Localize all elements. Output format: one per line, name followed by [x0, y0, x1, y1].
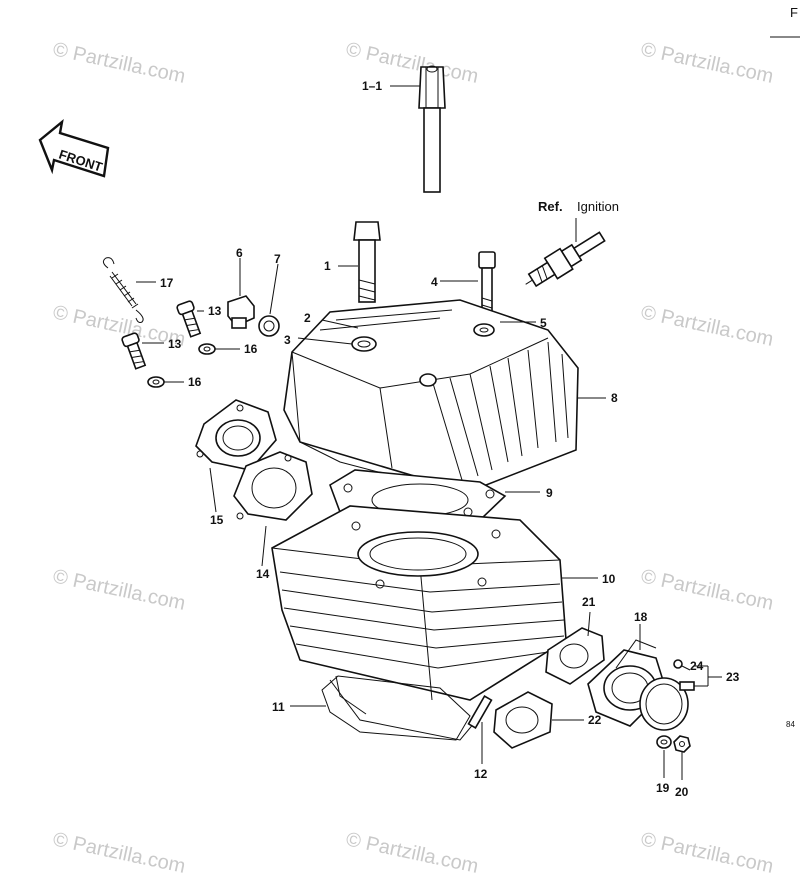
watermark: © Partzilla.com: [51, 301, 187, 351]
watermark: © Partzilla.com: [51, 828, 187, 878]
gasket-15: [195, 399, 277, 471]
stud-12: [467, 695, 493, 729]
washer-16-upper: [198, 343, 216, 355]
callout-13-lower: 13: [168, 337, 182, 351]
callout-24: 24: [690, 659, 704, 673]
clamp-23: [639, 677, 695, 731]
callout-12: 12: [474, 767, 488, 781]
callout-16-lower: 16: [188, 375, 202, 389]
callout-6: 6: [236, 246, 243, 260]
callout-1: 1: [324, 259, 331, 273]
corner-letter: F: [790, 5, 798, 20]
callout-7: 7: [274, 252, 281, 266]
screw-13-lower: [121, 332, 147, 370]
spark-plug: [525, 231, 606, 288]
callout-8: 8: [611, 391, 618, 405]
callout-13-upper: 13: [208, 304, 222, 318]
watermark: © Partzilla.com: [51, 565, 187, 615]
callout-2: 2: [304, 311, 311, 325]
gasket-21: [545, 627, 605, 685]
gasket-22: [493, 691, 553, 749]
plug-6: [227, 295, 255, 329]
bolt-1: [353, 221, 381, 303]
watermark: © Partzilla.com: [51, 38, 187, 88]
callout-1-1: 1–1: [362, 79, 382, 93]
watermark: © Partzilla.com: [639, 301, 775, 351]
callout-9: 9: [546, 486, 553, 500]
gasket-7: [258, 315, 280, 337]
callout-23: 23: [726, 670, 740, 684]
base-gasket-11: [321, 675, 471, 741]
callout-5: 5: [540, 316, 547, 330]
callout-labels: 1–1 1 2 3 4 5 6 7 8 9 10 11 12 13 13 14 …: [160, 79, 740, 799]
stud-bolt-1-1: [418, 65, 446, 193]
ref-label: Ignition: [577, 199, 619, 214]
watermark: © Partzilla.com: [639, 38, 775, 88]
screw-24: [673, 659, 691, 671]
callout-17: 17: [160, 276, 174, 290]
washer-16-lower: [147, 376, 165, 388]
cylinder-head-8: [283, 299, 579, 497]
callout-16-upper: 16: [244, 342, 258, 356]
callout-3: 3: [284, 333, 291, 347]
callout-11: 11: [272, 700, 285, 714]
callout-15: 15: [210, 513, 224, 527]
washer-19: [656, 735, 672, 749]
gasket-14: [233, 451, 313, 521]
callout-14: 14: [256, 567, 270, 581]
screw-13-upper: [176, 300, 202, 338]
callout-10: 10: [602, 572, 616, 586]
callout-20: 20: [675, 785, 689, 799]
ref-prefix: Ref.: [538, 199, 563, 214]
nut-20: [673, 735, 691, 753]
spring-17: [102, 257, 144, 323]
callout-19: 19: [656, 781, 670, 795]
callout-22: 22: [588, 713, 602, 727]
corner-code: 84: [786, 720, 795, 729]
watermark: © Partzilla.com: [639, 565, 775, 615]
watermark: © Partzilla.com: [639, 828, 775, 878]
front-arrow-icon: FRONT: [38, 119, 110, 178]
callout-18: 18: [634, 610, 648, 624]
cylinder-10: [271, 505, 567, 741]
watermark: © Partzilla.com: [344, 828, 480, 878]
callout-4: 4: [431, 275, 438, 289]
leader-lines: [136, 85, 722, 780]
callout-21: 21: [582, 595, 596, 609]
